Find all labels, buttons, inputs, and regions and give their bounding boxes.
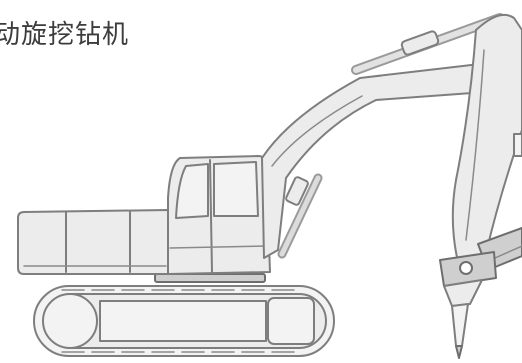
cab-window-side: [213, 161, 259, 217]
turntable: [154, 273, 266, 283]
boom-cylinder: [277, 173, 323, 259]
hydraulic-breaker: [439, 251, 497, 359]
breaker-chisel: [451, 303, 469, 347]
breaker-pin: [459, 261, 473, 275]
crawler-track: [33, 285, 335, 357]
arm-bracket: [513, 133, 522, 157]
drive-sprocket: [267, 297, 315, 345]
operator-cab: [167, 155, 271, 275]
illustration-caption: 动旋挖钻机: [0, 20, 130, 50]
cab-window-front: [175, 163, 209, 219]
upper-body: [17, 209, 169, 275]
track-frame: [99, 300, 267, 342]
arm-cylinder: [351, 13, 505, 75]
idler-wheel: [42, 293, 98, 349]
